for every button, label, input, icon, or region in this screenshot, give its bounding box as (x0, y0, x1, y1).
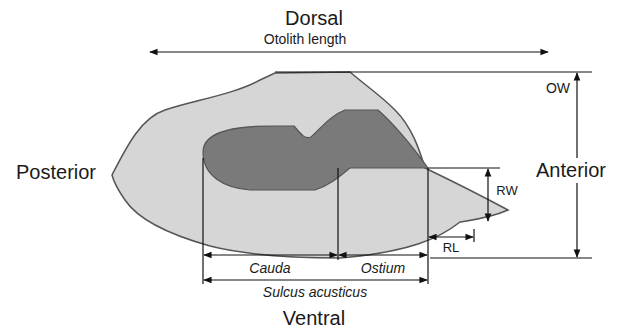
direction-label: Dorsal (285, 7, 343, 30)
direction-label: Anterior (534, 158, 608, 183)
dimension-label: RL (443, 241, 460, 256)
direction-label: Posterior (16, 161, 96, 184)
dimension-label: Otolith length (264, 31, 347, 47)
measure-lines (150, 52, 592, 284)
direction-label: Ventral (283, 307, 345, 330)
dimension-label: RW (496, 184, 517, 199)
part-label: Ostium (361, 260, 405, 276)
dimension-label: OW (546, 80, 570, 96)
part-label: Sulcus acusticus (263, 284, 367, 300)
part-label: Cauda (249, 260, 290, 276)
sulcus-acusticus-shape (203, 110, 428, 190)
otolith-outline (112, 72, 508, 258)
